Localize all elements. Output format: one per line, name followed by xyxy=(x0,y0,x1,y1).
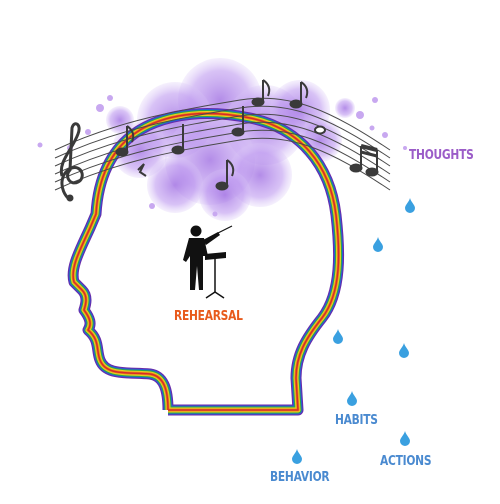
head-outline xyxy=(67,108,345,416)
label-rehearsal: REHEARSAL xyxy=(174,309,243,324)
music-notes-icon xyxy=(54,97,391,191)
drops xyxy=(292,198,415,464)
water-drop-icon xyxy=(347,391,357,406)
conductor-icon xyxy=(183,225,233,299)
label-behavior: BEHAVIOR xyxy=(270,470,330,485)
treble-clef-icon xyxy=(59,122,84,202)
head-outline-band xyxy=(72,112,340,411)
music-notes xyxy=(59,79,379,202)
water-drop-icon xyxy=(373,237,383,252)
label-actions: ACTIONS xyxy=(380,454,432,469)
label-habits: HABITS xyxy=(335,413,378,428)
water-drop-icon xyxy=(333,329,343,344)
label-thoughts: THOUGHTS xyxy=(409,148,474,163)
water-drop-icon xyxy=(400,431,410,446)
water-drop-icon xyxy=(292,449,302,464)
water-drop-icon xyxy=(399,343,409,358)
water-drop-icon xyxy=(405,198,415,213)
cloud-dots xyxy=(37,95,407,217)
thought-cloud-icon xyxy=(106,58,355,221)
